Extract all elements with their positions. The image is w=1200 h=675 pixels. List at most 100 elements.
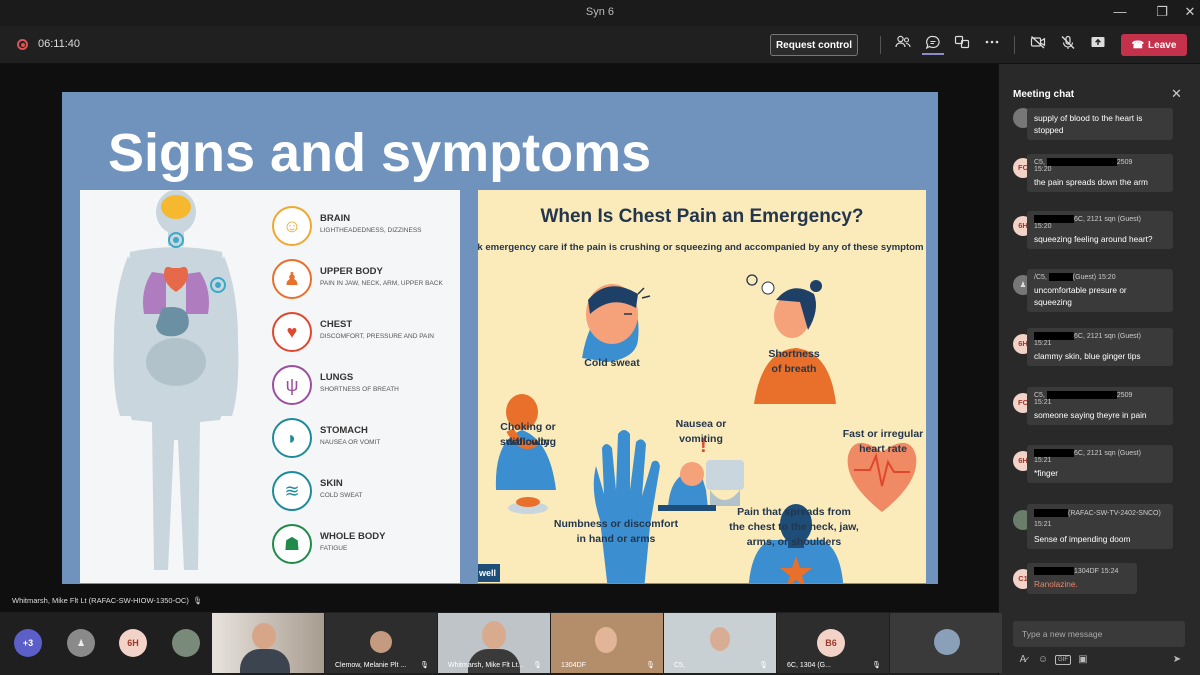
chat-message[interactable]: supply of blood to the heart is stopped bbox=[1027, 108, 1173, 140]
participant-name: Clemow, Melanie Plt ... bbox=[335, 662, 407, 669]
mic-off-icon: 🎙 bbox=[646, 662, 655, 669]
participant-name: 1304DF bbox=[561, 662, 586, 669]
format-icon[interactable]: A̷ bbox=[1019, 654, 1027, 665]
video-tile[interactable] bbox=[212, 613, 324, 673]
chat-message[interactable]: 6C, 2121 sqn (Guest) 15:21 *finger bbox=[1027, 445, 1173, 483]
chat-message[interactable]: 6C, 2121 sqn (Guest) 15:20 squeezing fee… bbox=[1027, 211, 1173, 249]
leave-button[interactable]: ☎Leave bbox=[1121, 34, 1187, 56]
presentation-slide: Signs and symptoms bbox=[62, 92, 938, 584]
svg-text:!: ! bbox=[700, 435, 707, 457]
window-title: Syn 6 bbox=[585, 6, 615, 18]
spreading-pain-illustration bbox=[748, 504, 844, 583]
more-icon[interactable] bbox=[981, 35, 1003, 55]
meeting-chat-panel: Meeting chat ✕ supply of blood to the he… bbox=[998, 64, 1200, 675]
video-tile[interactable]: 1304DF 🎙 bbox=[551, 613, 663, 673]
symptom-upper-body: ♟ UPPER BODY PAIN IN JAW, NECK, ARM, UPP… bbox=[272, 259, 460, 303]
symptom-whole-body: ☗ WHOLE BODY FATIGUE bbox=[272, 524, 460, 568]
lungs-icon: ψ bbox=[272, 365, 312, 405]
request-control-button[interactable]: Request control bbox=[770, 34, 858, 56]
person-icon: ☗ bbox=[272, 524, 312, 564]
people-icon[interactable] bbox=[892, 35, 914, 55]
mic-off-icon: 🎙 bbox=[872, 662, 881, 669]
chat-message[interactable]: /C5, (Guest) 15:20 uncomfortable presure… bbox=[1027, 269, 1173, 312]
caption-nausea-2: vomiting bbox=[679, 433, 723, 445]
close-icon[interactable]: ✕ bbox=[1171, 86, 1182, 101]
gif-icon[interactable]: GIF bbox=[1055, 655, 1071, 665]
symptom-skin: ≋ SKIN COLD SWEAT bbox=[272, 471, 460, 515]
share-icon[interactable] bbox=[1087, 35, 1109, 55]
caption-spread-3: arms, or shoulders bbox=[746, 536, 842, 548]
video-tile[interactable]: Clemow, Melanie Plt ... 🎙 bbox=[325, 613, 437, 673]
mic-off-icon: 🎙 bbox=[759, 662, 768, 669]
meeting-timer: 06:11:40 bbox=[38, 38, 81, 50]
close-icon[interactable]: ✕ bbox=[1184, 4, 1196, 19]
chat-message[interactable]: (RAFAC-SW-TV-2402-SNCO) 15:21 Sense of i… bbox=[1027, 504, 1173, 549]
mic-off-icon: 🎙 bbox=[420, 662, 429, 669]
chat-message[interactable]: 6C, 2121 sqn (Guest) 15:21 clammy skin, … bbox=[1027, 328, 1173, 366]
avatar[interactable]: 6H bbox=[119, 629, 147, 657]
mic-off-icon: 🎙 bbox=[190, 596, 203, 605]
video-tile[interactable]: B6 6C, 1304 (G... 🎙 bbox=[777, 613, 889, 673]
avatar[interactable]: ♟ bbox=[67, 629, 95, 657]
slide-title: Signs and symptoms bbox=[108, 123, 652, 183]
video-tile[interactable]: Whitmarsh, Mike Flt Lt... 🎙 bbox=[438, 613, 550, 673]
compose-box[interactable] bbox=[1013, 621, 1185, 647]
toolbar-divider bbox=[880, 36, 881, 54]
skin-icon: ≋ bbox=[272, 471, 312, 511]
participant-name: 6C, 1304 (G... bbox=[787, 662, 831, 669]
caption-fast-heart-1: Fast or irregular bbox=[842, 428, 924, 440]
source-badge: well bbox=[478, 564, 500, 582]
caption-choking-2: swallowing bbox=[499, 436, 556, 448]
camera-off-icon[interactable] bbox=[1027, 35, 1049, 55]
heart-rate-illustration bbox=[847, 442, 917, 512]
caption-numbness-2: in hand or arms bbox=[576, 533, 656, 545]
human-body-illustration bbox=[113, 190, 239, 570]
caption-nausea-1: Nausea or bbox=[675, 418, 727, 430]
meeting-toolbar: 06:11:40 Request control ☎Leave bbox=[0, 26, 1200, 64]
phone-hangup-icon: ☎ bbox=[1131, 39, 1145, 51]
chat-message[interactable]: C5, 2509 15:21 someone saying theyre in … bbox=[1027, 387, 1173, 425]
stomach-icon: ◗ bbox=[272, 418, 312, 458]
cold-sweat-illustration bbox=[582, 284, 651, 362]
send-icon[interactable]: ➤ bbox=[1172, 654, 1182, 665]
symptom-lungs: ψ LUNGS SHORTNESS OF BREATH bbox=[272, 365, 460, 409]
caption-spread-2: the chest to the neck, jaw, bbox=[729, 521, 859, 533]
message-input[interactable] bbox=[1013, 621, 1185, 647]
caption-choking-1: Choking or difficulty bbox=[500, 421, 556, 448]
caption-spread-1: Pain that spreads from bbox=[737, 506, 851, 518]
caption-fast-heart-2: heart rate bbox=[859, 443, 907, 455]
sticker-icon[interactable]: ▣ bbox=[1078, 654, 1088, 665]
numbness-hand-illustration bbox=[593, 430, 660, 583]
emoji-icon[interactable]: ☺ bbox=[1037, 654, 1049, 665]
presenter-label: Whitmarsh, Mike Flt Lt (RAFAC-SW-HIOW-13… bbox=[12, 596, 203, 605]
caption-shortness-2: of breath bbox=[771, 363, 817, 375]
chat-message[interactable]: C5, 2509 15:20 the pain spreads down the… bbox=[1027, 154, 1173, 192]
video-tile[interactable]: C5, 🎙 bbox=[664, 613, 776, 673]
participant-name: C5, bbox=[674, 662, 685, 669]
caption-shortness-1: Shortness bbox=[768, 348, 820, 360]
emergency-subtitle: ek emergency care if the pain is crushin… bbox=[478, 242, 924, 253]
rooms-icon[interactable] bbox=[951, 35, 973, 55]
avatar: B6 bbox=[817, 629, 845, 657]
brain-icon: ☺ bbox=[272, 206, 312, 246]
title-bar: Syn 6 — ❐ ✕ bbox=[0, 0, 1200, 26]
chest-pain-emergency-panel: When Is Chest Pain an Emergency? ek emer… bbox=[478, 190, 926, 583]
overflow-participants-button[interactable]: +3 bbox=[14, 629, 42, 657]
mic-off-icon[interactable] bbox=[1057, 35, 1079, 55]
symptom-stomach: ◗ STOMACH NAUSEA OR VOMIT bbox=[272, 418, 460, 462]
person-icon: ♟ bbox=[272, 259, 312, 299]
avatar[interactable] bbox=[172, 629, 200, 657]
body-infographic-panel: ☺ BRAIN LIGHTHEADEDNESS, DIZZINESS ♟ UPP… bbox=[80, 190, 460, 583]
video-tile[interactable] bbox=[890, 613, 1002, 673]
shared-screen-stage: Signs and symptoms bbox=[0, 64, 998, 612]
shortness-of-breath-illustration bbox=[746, 274, 836, 404]
minimize-icon[interactable]: — bbox=[1113, 4, 1127, 19]
emergency-illustrations: ! bbox=[495, 274, 917, 583]
chat-message[interactable]: 1304DF 15:24 Ranolazine. bbox=[1027, 563, 1137, 594]
chat-icon[interactable] bbox=[922, 35, 944, 55]
toolbar-divider bbox=[1014, 36, 1015, 54]
maximize-icon[interactable]: ❐ bbox=[1156, 4, 1168, 19]
nausea-illustration: ! bbox=[658, 435, 744, 511]
caption-cold-sweat: Cold sweat bbox=[584, 357, 640, 369]
mic-off-icon: 🎙 bbox=[533, 662, 542, 669]
